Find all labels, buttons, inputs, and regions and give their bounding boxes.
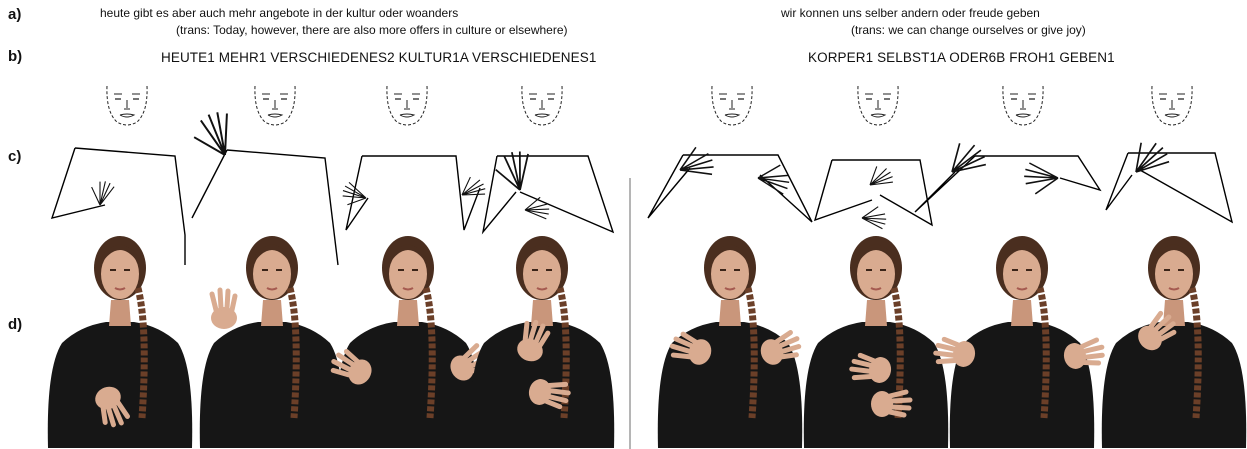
- signer-frame-8: [1102, 236, 1246, 448]
- signer-frame-4: [470, 236, 614, 448]
- signer-frame-2: [200, 236, 344, 448]
- signer-frame-1: [48, 236, 192, 448]
- signer-frame-3: [329, 236, 492, 448]
- signer-frame-6: [804, 236, 948, 448]
- signer-frame-7: [934, 236, 1105, 448]
- signer-frame-5: [658, 236, 803, 448]
